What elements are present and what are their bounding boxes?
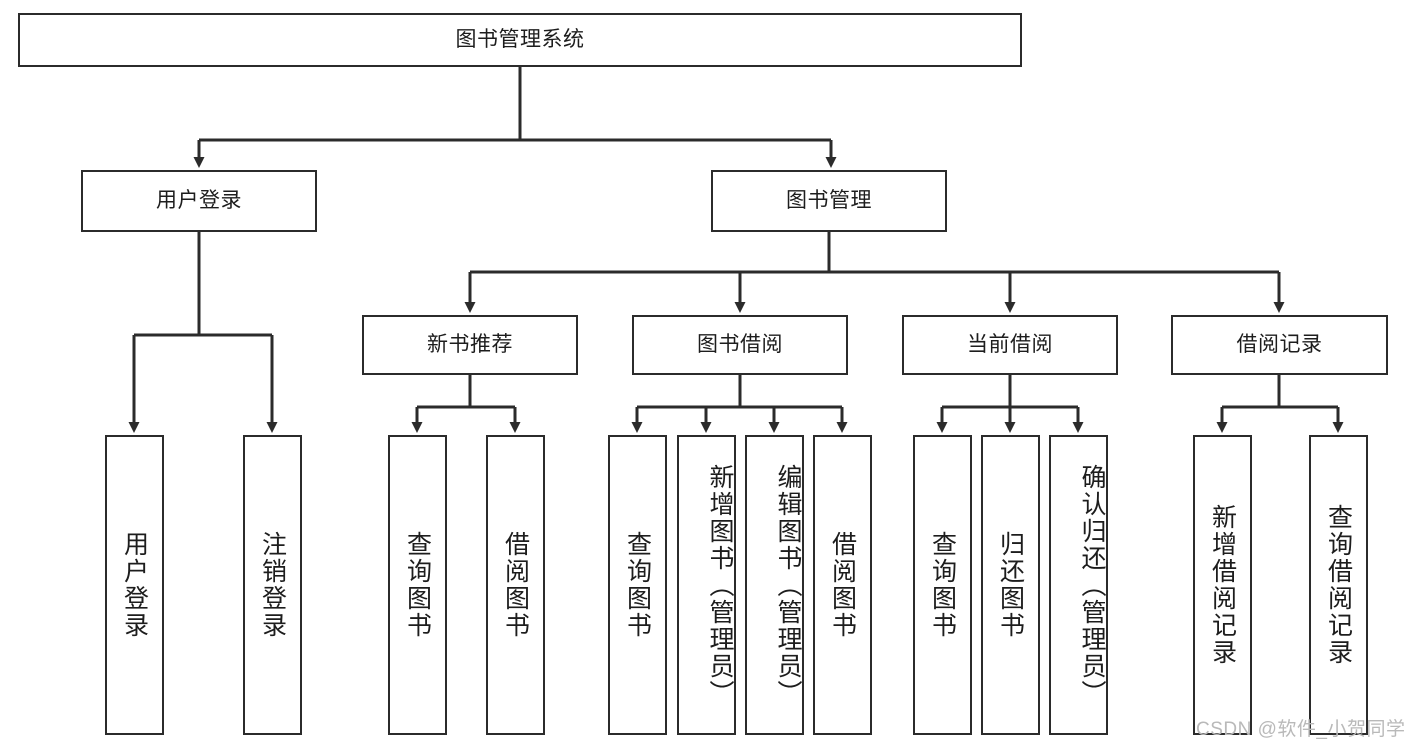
leaf-label: 借阅图书 — [828, 531, 857, 639]
leaf-add-book-admin[interactable]: 新增图书（管理员） — [677, 435, 736, 735]
leaf-query-book-borrow[interactable]: 查询图书 — [608, 435, 667, 735]
leaf-label: 用户登录 — [120, 531, 149, 639]
node-label: 借阅记录 — [1236, 333, 1323, 357]
leaf-borrow-book[interactable]: 借阅图书 — [813, 435, 872, 735]
csdn-watermark: CSDN @软件_小贺同学 — [1196, 719, 1405, 740]
node-root-label: 图书管理系统 — [455, 28, 585, 52]
node-book-borrow[interactable]: 图书借阅 — [632, 315, 848, 375]
node-user-login[interactable]: 用户登录 — [81, 170, 317, 232]
leaf-label: 查询图书 — [403, 531, 432, 639]
node-book-management[interactable]: 图书管理 — [711, 170, 947, 232]
leaf-logout[interactable]: 注销登录 — [243, 435, 302, 735]
leaf-add-borrow-record[interactable]: 新增借阅记录 — [1193, 435, 1252, 735]
node-label: 新书推荐 — [427, 333, 513, 357]
leaf-return-book[interactable]: 归还图书 — [981, 435, 1040, 735]
leaf-borrow-book-recommend[interactable]: 借阅图书 — [486, 435, 545, 735]
leaf-label: 确认归还（管理员） — [1078, 463, 1106, 707]
leaf-query-book-recommend[interactable]: 查询图书 — [388, 435, 447, 735]
leaf-query-book-current[interactable]: 查询图书 — [913, 435, 972, 735]
node-label: 图书管理 — [786, 189, 872, 213]
leaf-label: 新增借阅记录 — [1208, 504, 1237, 666]
leaf-label: 归还图书 — [996, 531, 1025, 639]
leaf-edit-book-admin[interactable]: 编辑图书（管理员） — [745, 435, 804, 735]
node-root[interactable]: 图书管理系统 — [18, 13, 1022, 67]
leaf-label: 借阅图书 — [501, 531, 530, 639]
node-borrow-record[interactable]: 借阅记录 — [1171, 315, 1388, 375]
node-label: 用户登录 — [156, 189, 242, 213]
node-new-book-recommend[interactable]: 新书推荐 — [362, 315, 578, 375]
leaf-user-login[interactable]: 用户登录 — [105, 435, 164, 735]
leaf-label: 查询借阅记录 — [1324, 504, 1353, 666]
leaf-label: 注销登录 — [258, 531, 287, 639]
leaf-query-borrow-record[interactable]: 查询借阅记录 — [1309, 435, 1368, 735]
leaf-label: 查询图书 — [623, 531, 652, 639]
leaf-confirm-return-admin[interactable]: 确认归还（管理员） — [1049, 435, 1108, 735]
leaf-label: 查询图书 — [928, 531, 957, 639]
leaf-label: 新增图书（管理员） — [706, 463, 734, 707]
node-label: 图书借阅 — [697, 333, 783, 357]
leaf-label: 编辑图书（管理员） — [774, 463, 802, 707]
node-label: 当前借阅 — [967, 333, 1053, 357]
node-current-borrow[interactable]: 当前借阅 — [902, 315, 1118, 375]
